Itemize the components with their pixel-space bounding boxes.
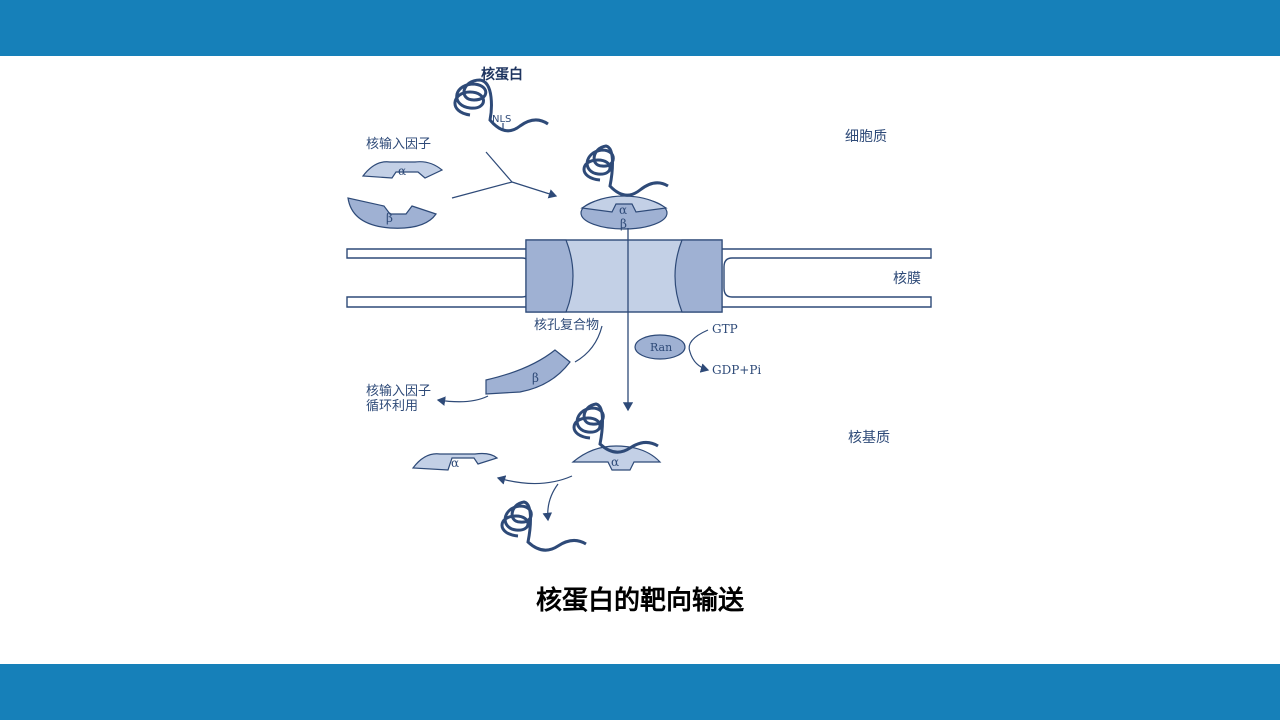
beta-label-released: β: [532, 371, 539, 385]
import-factor-label: 核输入因子: [366, 137, 432, 152]
gtp-hydrolysis-arrow: [688, 329, 710, 373]
import-complex-docked: [580, 144, 669, 230]
cytoplasm-label: 细胞质: [845, 129, 887, 145]
ran-label: Ran: [650, 341, 672, 354]
recycle-arrow: [574, 325, 603, 363]
alpha-label-nuclear: α: [451, 456, 459, 470]
importin-beta-free: [347, 197, 437, 229]
alpha-cargo-complex: [571, 402, 662, 471]
slide-caption: 核蛋白的靶向输送: [535, 586, 744, 616]
nuclear-pore-complex: [525, 239, 723, 313]
nuclear-protein-coil: [453, 78, 549, 133]
nuclear-envelope-left: [346, 248, 541, 308]
importin-beta-released: [485, 349, 571, 395]
binding-arrows: [451, 151, 558, 199]
beta-label-docked: β: [620, 217, 627, 231]
nuclear-envelope-label: 核膜: [893, 271, 921, 287]
recycle-label-line2: 循环利用: [366, 399, 419, 414]
ran-gtpase: [634, 334, 686, 360]
bottom-band: [0, 664, 1280, 720]
alpha-label-free: α: [398, 164, 406, 178]
gtp-label: GTP: [712, 322, 738, 336]
nucleoplasm-label: 核基质: [848, 430, 890, 446]
importin-alpha-nuclear: [411, 452, 499, 471]
recycle-label: 核输入因子 循环利用: [366, 384, 431, 414]
nls-label: NLS: [492, 114, 511, 125]
released-nuclear-protein: [500, 500, 587, 552]
nuclear-protein-label: 核蛋白: [481, 67, 523, 83]
alpha-label-complex: α: [611, 455, 619, 469]
alpha-label-docked: α: [619, 203, 627, 217]
recycle-label-line1: 核输入因子: [366, 384, 432, 399]
gdp-pi-label: GDP+Pi: [712, 363, 761, 377]
nuclear-envelope-right: [707, 248, 932, 308]
importin-alpha-free: [361, 161, 444, 179]
npc-label: 核孔复合物: [534, 318, 600, 333]
beta-label-free: β: [386, 211, 393, 225]
top-band: [0, 0, 1280, 56]
